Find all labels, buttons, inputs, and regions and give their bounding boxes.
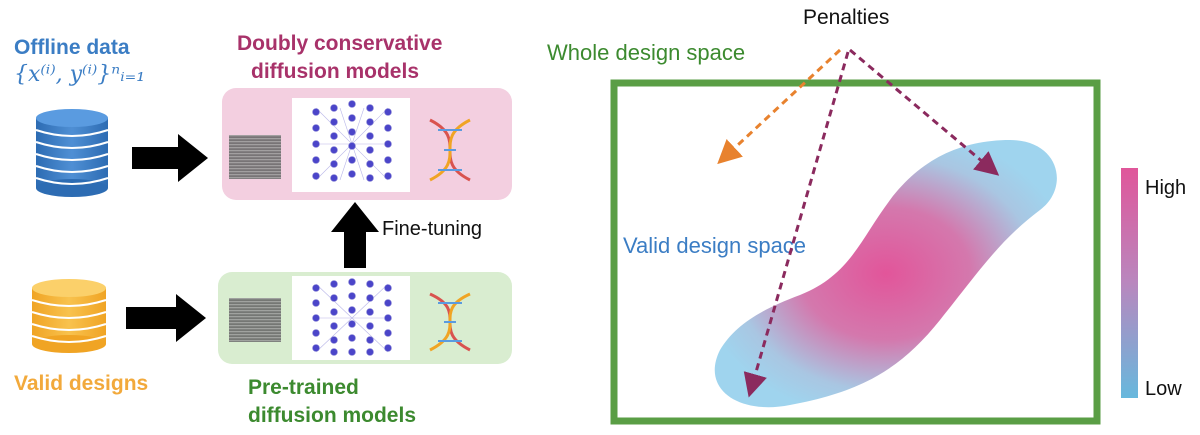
pretrained-title: Pre-trained diffusion models	[248, 374, 416, 430]
dna-icon-bottom	[429, 292, 471, 352]
colorbar-high-label: High	[1145, 177, 1187, 199]
database-icon-blue	[35, 109, 109, 197]
colorbar-low-label: Low	[1145, 378, 1182, 400]
penalty-arrow-right	[849, 48, 1000, 176]
offline-data-title: Offline data	[14, 36, 130, 59]
neural-network-diagram-bottom	[312, 278, 392, 356]
arrow-right-top	[132, 134, 208, 182]
arrow-right-bottom	[126, 294, 206, 342]
noise-image	[229, 135, 281, 179]
penalty-arrows	[717, 48, 1000, 398]
dna-icon-top	[429, 118, 471, 182]
penalties-label: Penalties	[803, 6, 890, 29]
conservative-title: Doubly conservative diffusion models	[237, 30, 442, 86]
offline-data-math: {x⁽ⁱ⁾, y⁽ⁱ⁾}ⁿᵢ₌₁	[14, 62, 146, 87]
noise-image-2	[229, 298, 281, 342]
pretrained-title-line2: diffusion models	[248, 404, 416, 427]
valid-design-space-label: Valid design space	[623, 233, 807, 258]
whole-design-space-frame	[610, 79, 1101, 425]
arrow-up-finetune	[331, 202, 379, 268]
pretrained-title-line1: Pre-trained	[248, 376, 359, 399]
neural-network-diagram-top	[312, 100, 392, 182]
conservative-title-line2: diffusion models	[251, 60, 419, 83]
finetuning-label: Fine-tuning	[382, 218, 483, 240]
penalty-arrow-orange	[717, 48, 842, 165]
valid-designs-label: Valid designs	[14, 372, 149, 395]
valid-design-space-region	[714, 140, 1057, 408]
colorbar	[1121, 168, 1138, 398]
conservative-title-line1: Doubly conservative	[237, 32, 443, 55]
database-icon-orange	[31, 279, 107, 353]
whole-design-space-label: Whole design space	[547, 40, 746, 65]
penalty-arrow-down	[743, 51, 850, 398]
